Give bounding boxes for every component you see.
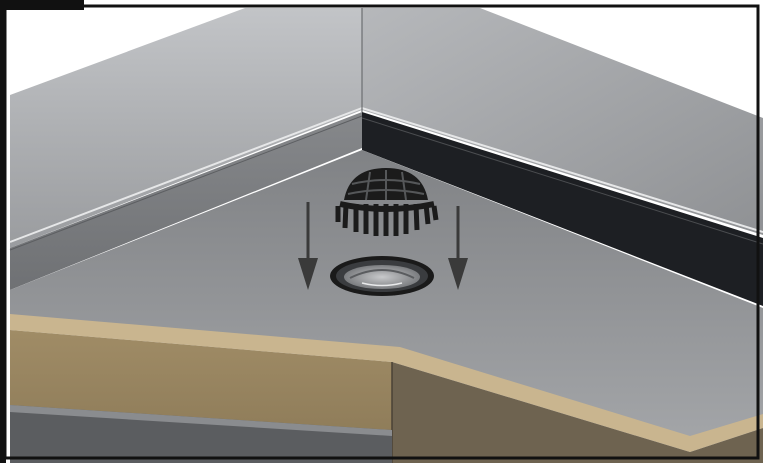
frame-corner-tab — [0, 0, 84, 10]
frame-left-edge — [0, 0, 6, 463]
roof-drain-icon — [330, 256, 434, 296]
